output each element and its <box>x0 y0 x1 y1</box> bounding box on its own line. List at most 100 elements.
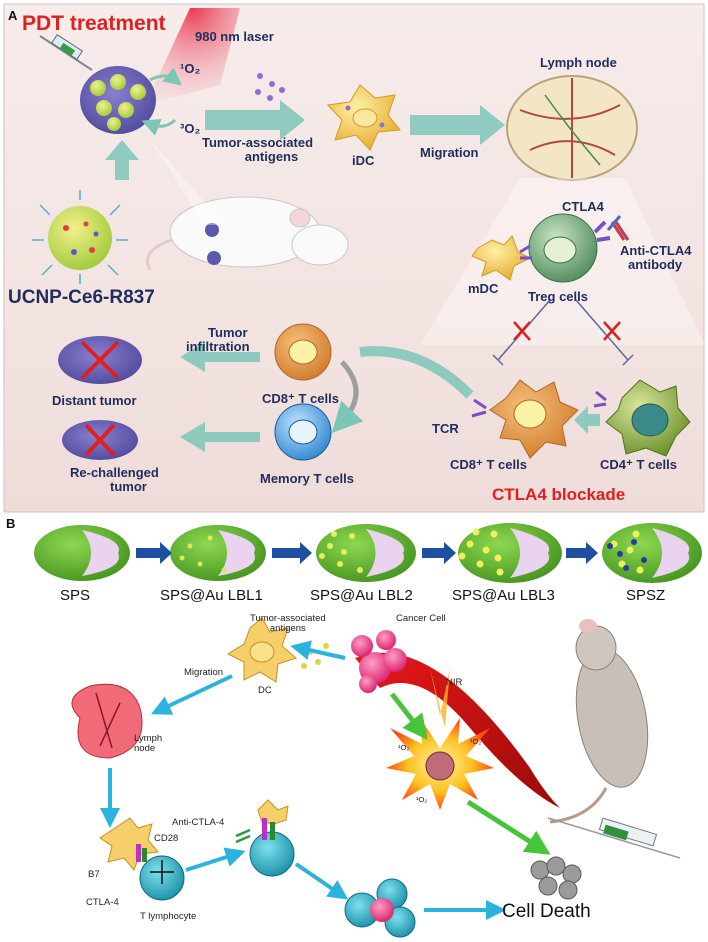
rechallenged-tumor <box>62 420 138 460</box>
tumor-antigens-label-b: Tumor-associated antigens <box>250 613 326 635</box>
cd28-label: CD28 <box>154 833 179 844</box>
migration-label: Migration <box>420 145 479 160</box>
distant-tumor-label: Distant tumor <box>52 393 137 408</box>
spsz-particle <box>602 523 702 583</box>
arrow-nir-to-death <box>466 799 551 855</box>
antigen-dots <box>255 73 285 101</box>
ctla4-label: CTLA4 <box>562 199 604 214</box>
sps-au-lbl1-particle <box>170 525 266 581</box>
memory-cell <box>274 403 332 461</box>
panel-a-letter: A <box>8 8 18 23</box>
stage-label-1: SPS@Au LBL1 <box>160 587 263 604</box>
lymph-node-label-b: Lymph node <box>134 733 163 755</box>
syringe-icon <box>39 33 93 71</box>
panel-b-letter: B <box>6 516 16 531</box>
tcr-label: TCR <box>432 421 459 436</box>
tumor-infiltration-line-2: infiltration <box>186 339 250 355</box>
dc-label: DC <box>258 685 272 696</box>
idc-label: iDC <box>352 153 375 168</box>
arrow-antigen-to-dc <box>290 640 346 660</box>
nir-burst <box>386 668 494 810</box>
lymph-node-icon-b <box>71 683 143 759</box>
pdt-treatment-title: PDT treatment <box>22 12 166 35</box>
oxygen-tag-3: ¹O₂ <box>416 795 428 804</box>
rechallenged-label: Re-challenged tumor <box>70 465 159 495</box>
nanoparticle-label: UCNP-Ce6-R837 <box>8 287 155 308</box>
tumor-antigens-line-1: Tumor-associated <box>202 135 314 150</box>
dead-cells <box>530 856 582 900</box>
rechallenged-line-2: tumor <box>110 479 147 495</box>
lymph-node-b-line-2: node <box>134 743 156 755</box>
lymph-node-label: Lymph node <box>540 55 617 70</box>
treg-label: Treg cells <box>528 289 588 304</box>
cd4-label: CD4⁺ T cells <box>600 457 677 472</box>
t-lymphocyte-label: T lymphocyte <box>140 911 197 922</box>
oxygen-tag-1: ¹O₂ <box>398 743 410 752</box>
cancer-cell-label: Cancer Cell <box>396 613 446 624</box>
singlet-oxygen-label: ¹O₂ <box>180 61 201 76</box>
arrow-to-idc <box>205 100 305 140</box>
mdc-cell <box>471 235 532 281</box>
tumor-antigens-line-2: antigens <box>244 149 299 165</box>
arrow-cd8-to-infiltration <box>359 346 474 399</box>
ucnp-nanoparticle <box>32 190 128 284</box>
synthesis-arrows <box>136 542 598 564</box>
laser-label: 980 nm laser <box>195 29 274 44</box>
tumor-antigens-b-line-1: Tumor-associated <box>250 613 326 624</box>
mouse-spotlight <box>150 140 225 225</box>
stage-label-0: SPS <box>60 587 91 604</box>
b7-label: B7 <box>88 869 100 880</box>
killing-cells <box>344 878 416 938</box>
arrow-anti-to-killing <box>294 862 349 900</box>
sps-particle <box>34 525 130 581</box>
idc-cell <box>326 84 401 151</box>
cell-death-label: Cell Death <box>502 901 591 922</box>
singlet-oxygen-arrow <box>149 67 183 86</box>
arrow-to-distant-tumor <box>180 342 260 372</box>
oxygen-tag-2: ¹O₂ <box>470 737 482 746</box>
stage-label-3: SPS@Au LBL3 <box>452 587 555 604</box>
syringe-icon-b <box>547 817 681 859</box>
arrow-to-nir <box>390 692 428 740</box>
arrow-up-to-tumor <box>105 140 139 180</box>
triplet-oxygen-label: ³O₂ <box>180 121 201 136</box>
antigen-dots-b <box>301 643 329 669</box>
cd8-cell-bottom <box>471 379 579 459</box>
migration-label-b: Migration <box>184 667 224 678</box>
injection-trail <box>355 652 560 808</box>
t-lymphocyte-cell <box>139 855 185 901</box>
cd8-to-memory-arrow <box>331 360 364 433</box>
arrow-to-rechallenged-tumor <box>180 422 260 452</box>
stage-label-2: SPS@Au LBL2 <box>310 587 413 604</box>
panel-b-art <box>34 523 702 938</box>
arrow-cd4-to-cd8 <box>574 406 600 434</box>
arrow-dc-to-lymph <box>150 674 233 715</box>
panel-b: B SPS SPS@Au LBL1 SPS@Au LBL2 SPS@Au LBL… <box>0 516 708 942</box>
memory-label: Memory T cells <box>260 471 354 486</box>
receptor-bars <box>136 844 147 862</box>
cross-icon <box>513 321 621 341</box>
tumor-infiltration-label: Tumor infiltration <box>186 325 250 355</box>
mouse-illustration-b <box>549 619 649 824</box>
cd8-cell-top <box>274 323 332 381</box>
cd8-bottom-label: CD8⁺ T cells <box>450 457 527 472</box>
sps-au-lbl2-particle <box>316 524 416 582</box>
tumor-antigens-label: Tumor-associated antigens <box>202 135 314 165</box>
tumor-with-nanoparticles <box>80 66 156 134</box>
lymph-node-icon <box>506 75 638 181</box>
lymph-node-b-line-1: Lymph <box>134 733 163 744</box>
panel-a: A PDT treatment 980 nm laser ¹O₂ ³O₂ Tum… <box>3 3 705 513</box>
anti-ctla4-label: Anti-CTLA4 antibody <box>620 243 692 273</box>
ctla4-blockade-label: CTLA4 blockade <box>492 485 626 504</box>
anti-ctla4-line-2: antibody <box>628 257 683 273</box>
distant-tumor <box>58 336 142 384</box>
anti-ctla4-line-1: Anti-CTLA4 <box>620 243 692 258</box>
stage-label-4: SPSZ <box>626 587 666 604</box>
dc-cell-b <box>226 617 297 683</box>
treg-cell <box>528 213 630 283</box>
anti-ctla4-label-b: Anti-CTLA-4 <box>172 817 225 828</box>
triplet-oxygen-arrow <box>141 118 177 136</box>
cd4-cell <box>593 379 691 457</box>
cd8-top-label: CD8⁺ T cells <box>262 391 339 406</box>
arrow-synapse-to-anti <box>185 847 246 872</box>
